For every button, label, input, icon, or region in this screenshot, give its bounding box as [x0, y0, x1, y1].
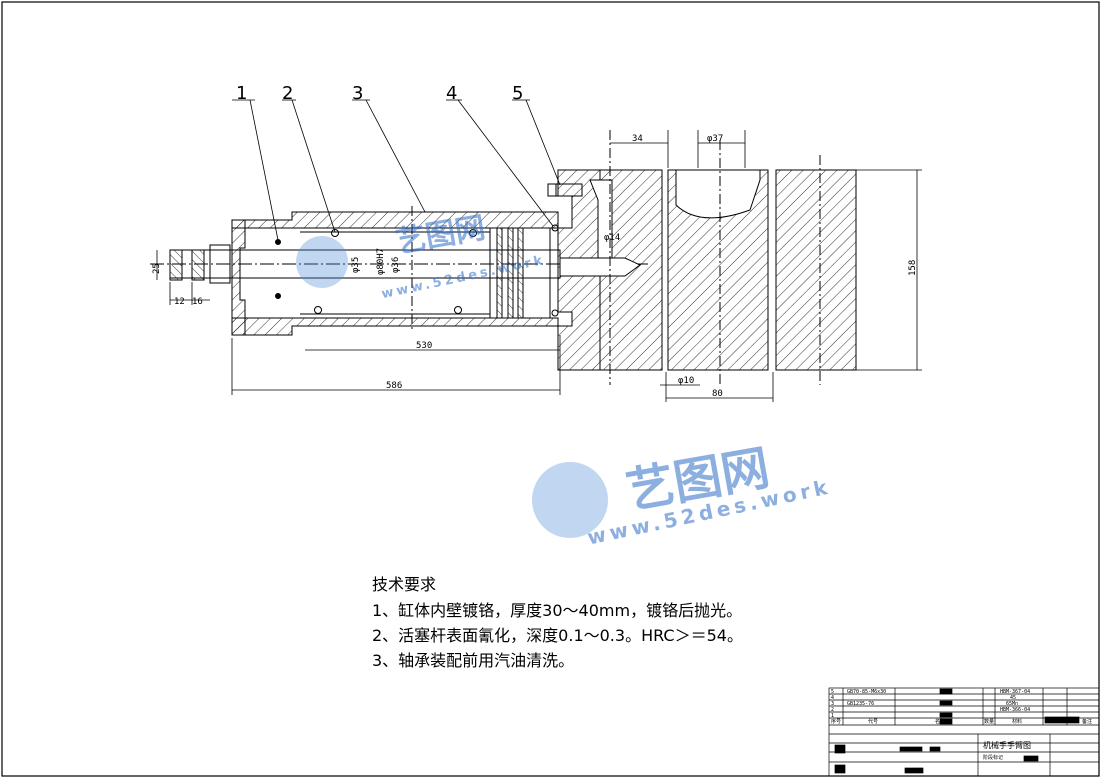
leader-4: 4 [446, 83, 457, 104]
dim-phi36: φ36 [391, 257, 401, 273]
part-2-material: HBM-366-04 [1000, 707, 1030, 713]
dim-12: 12 [174, 297, 185, 307]
part-3-no: 3 [831, 701, 834, 707]
arm-body [547, 130, 857, 385]
header-seq: 序号 [831, 718, 841, 725]
dim-586: 586 [386, 381, 402, 391]
cylinder-assembly [150, 206, 650, 336]
stage-label: 阶段标记 [983, 754, 1003, 761]
drawing-name: 机械手手臂图 [983, 740, 1031, 750]
dim-phi10: φ10 [678, 376, 694, 386]
dim-25: 25 [152, 263, 162, 274]
part-4-material: 45 [1010, 695, 1016, 701]
part-5-no: 5 [831, 689, 834, 695]
dim-phi80h7: φ80H7 [376, 248, 386, 275]
part-3-code: GB1235-76 [847, 701, 874, 707]
leader-1: 1 [236, 83, 247, 104]
dim-530: 530 [416, 341, 432, 351]
leader-lines [232, 99, 561, 241]
leader-5: 5 [512, 83, 523, 104]
part-5-material: HBM-367-04 [1000, 689, 1030, 695]
leader-3: 3 [352, 83, 363, 104]
header-material: 材料 [1012, 718, 1022, 725]
leader-2: 2 [282, 83, 293, 104]
title-block [828, 687, 1100, 777]
part-3-material: 65Mn [1006, 701, 1018, 707]
header-code: 代号 [868, 718, 878, 725]
tech-item-2: 2、活塞杆表面氰化，深度0.1～0.3。HRC＞＝54。 [372, 626, 743, 645]
part-1-no: 1 [831, 713, 834, 719]
dim-phi37: φ37 [707, 134, 723, 144]
dim-phi14: φ14 [604, 233, 620, 243]
tech-item-3: 3、轴承装配前用汽油清洗。 [372, 651, 575, 670]
tech-title: 技术要求 [372, 575, 437, 594]
dim-16: 16 [192, 297, 203, 307]
dimension-lines [156, 130, 922, 402]
header-note: 备注 [1082, 718, 1092, 725]
dim-158: 158 [908, 260, 918, 276]
part-5-code: GB70-85-M6x30 [847, 689, 886, 695]
tech-item-1: 1、缸体内壁镀铬，厚度30～40mm，镀铬后抛光。 [372, 601, 743, 620]
part-2-no: 2 [831, 707, 834, 713]
dim-80: 80 [712, 389, 723, 399]
header-qty: 数量 [984, 718, 994, 725]
dim-phi35: φ35 [351, 257, 361, 273]
header-name: 名称 [935, 718, 945, 725]
part-4-no: 4 [831, 695, 834, 701]
dim-34: 34 [632, 134, 643, 144]
